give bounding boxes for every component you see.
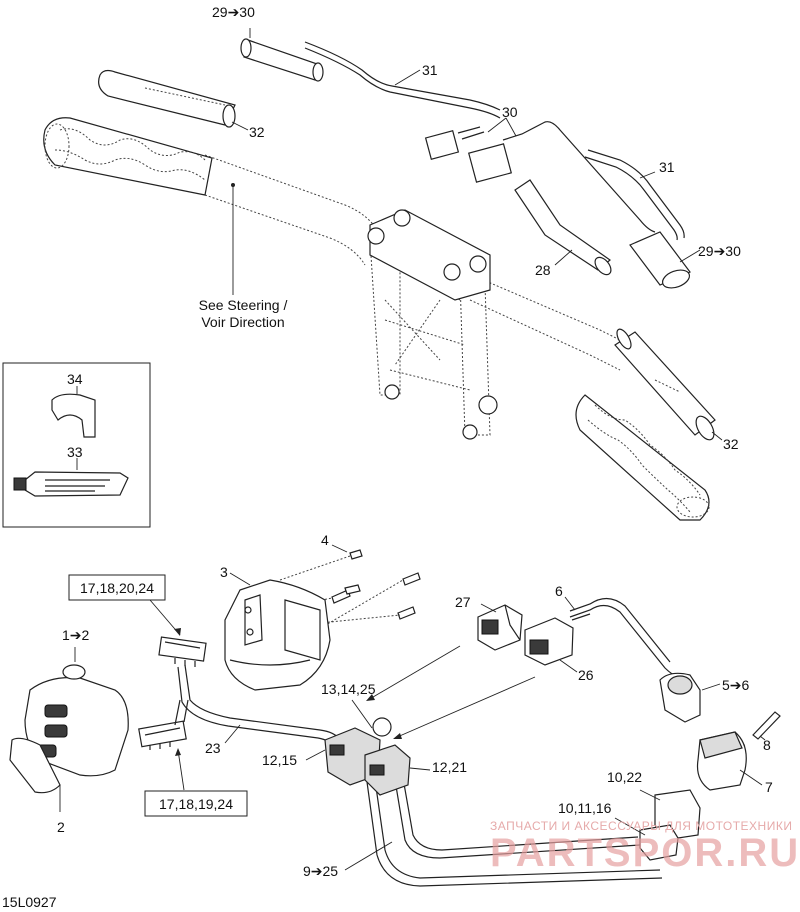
figure-code: 15L0927 (2, 894, 57, 910)
callout-31-top: 31 (422, 62, 438, 78)
boxed-label-upper-frame (68, 574, 166, 601)
callout-29-30-right: 29➔30 (698, 243, 741, 259)
sleeve-and-wire-upper (240, 28, 501, 119)
callout-7: 7 (765, 779, 773, 795)
callout-6: 6 (555, 583, 563, 599)
throttle-7-and-pin-8 (696, 711, 781, 791)
callout-32-top: 32 (249, 124, 265, 140)
connector-26 (524, 617, 578, 673)
callout-26: 26 (578, 667, 594, 683)
screws-4 (269, 544, 421, 641)
steering-note-line1: See Steering / (199, 297, 288, 313)
switch-5-and-wire-6 (564, 596, 721, 723)
boxed-label-lower: 17,18,19,24 (159, 796, 233, 812)
callout-1-2: 1➔2 (62, 627, 90, 643)
callout-31-right: 31 (659, 159, 675, 175)
right-grip (575, 394, 710, 521)
callout-10-11-16: 10,11,16 (558, 800, 612, 816)
callout-9-25: 9➔25 (303, 863, 338, 879)
tube-28 (514, 179, 612, 276)
callout-2: 2 (57, 819, 65, 835)
callout-4: 4 (321, 532, 329, 548)
callout-29-30-top: 29➔30 (212, 4, 255, 20)
part-33-tube (13, 458, 129, 497)
connector-27 (477, 603, 523, 651)
callout-32-right: 32 (723, 436, 739, 452)
callout-27: 27 (455, 594, 471, 610)
watermark: ЗАПЧАСТИ И АКСЕССУАРЫ ДЛЯ МОТОТЕХНИКИ PA… (490, 819, 800, 875)
connector-lower (138, 720, 187, 791)
boxed-label-upper: 17,18,20,24 (80, 580, 154, 596)
callout-5-6: 5➔6 (722, 677, 750, 693)
callout-34: 34 (67, 371, 83, 387)
connectors-30 (424, 117, 656, 233)
watermark-caption: ЗАПЧАСТИ И АКСЕССУАРЫ ДЛЯ МОТОТЕХНИКИ (490, 819, 792, 833)
steering-note-line2: Voir Direction (201, 314, 284, 330)
part-34-clip (51, 386, 96, 438)
left-grip (43, 117, 213, 196)
boxed-label-lower-frame (144, 790, 248, 817)
heating-element-right (614, 328, 723, 441)
wiring-harness (174, 664, 663, 887)
heating-element-left (98, 69, 249, 131)
callout-23: 23 (205, 740, 221, 756)
callout-12-21: 12,21 (432, 759, 467, 775)
handlebar-assembly (43, 117, 710, 521)
inset-box (2, 362, 151, 528)
connector-upper (149, 599, 207, 667)
central-connectors (305, 645, 536, 796)
callout-8: 8 (763, 737, 771, 753)
steering-riser (367, 209, 498, 440)
callout-3: 3 (220, 564, 228, 580)
switch-housing-3 (224, 572, 331, 691)
callout-labels: 29➔30 31 32 30 31 29➔30 28 32 See Steeri… (2, 4, 773, 910)
callout-33: 33 (67, 444, 83, 460)
watermark-logo: PARTSPOR.RU (490, 831, 800, 875)
sleeve-29-right (629, 231, 701, 289)
callout-28: 28 (535, 262, 551, 278)
wire-31-right (584, 149, 685, 241)
callout-30: 30 (502, 104, 518, 120)
callout-13-14-25: 13,14,25 (321, 681, 376, 697)
connectors-10 (614, 789, 701, 861)
left-control-switch (9, 647, 129, 812)
callout-12-15: 12,15 (262, 752, 297, 768)
callout-10-22: 10,22 (607, 769, 642, 785)
